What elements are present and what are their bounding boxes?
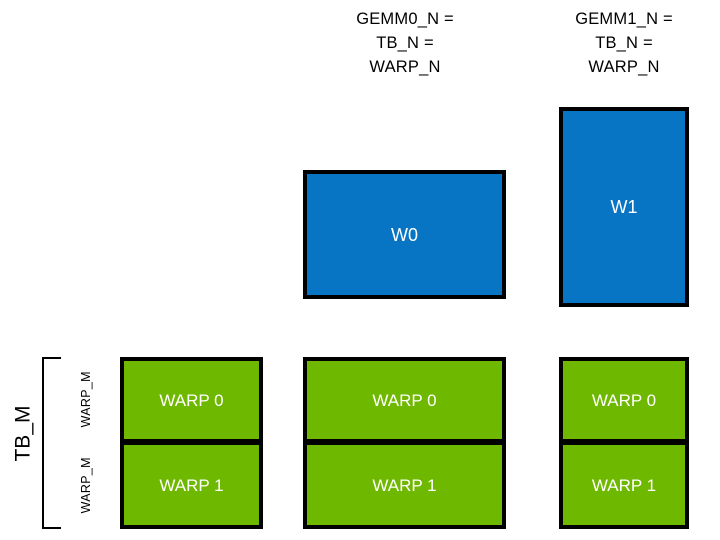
warp-cell[interactable]: WARP 1 [559, 443, 689, 529]
warp-cell[interactable]: WARP 0 [559, 357, 689, 443]
warp-cell[interactable]: WARP 1 [303, 443, 506, 529]
tb-m-bracket [42, 357, 61, 529]
warp-column-2: WARP 0 WARP 1 [559, 357, 689, 529]
warp-cell-label: WARP 1 [159, 475, 224, 495]
warp-cell-label: WARP 1 [372, 475, 437, 495]
warp-column-0: WARP 0 WARP 1 [120, 357, 263, 529]
warp-cell-label: WARP 0 [159, 390, 224, 410]
warp-cell[interactable]: WARP 0 [303, 357, 506, 443]
blue-block-w1-label: W1 [610, 197, 638, 217]
warp-column-1: WARP 0 WARP 1 [303, 357, 506, 529]
warp-cell-label: WARP 0 [591, 390, 657, 410]
warp-m-label-bottom: WARP_M [78, 457, 93, 514]
warp-m-label-top: WARP_M [78, 371, 93, 428]
warp-cell[interactable]: WARP 0 [120, 357, 263, 443]
warp-cell-label: WARP 0 [372, 390, 437, 410]
warp-cell-label: WARP 1 [591, 475, 657, 495]
column-header-gemm0: GEMM0_N = TB_N = WARP_N [356, 10, 454, 76]
blue-block-w1[interactable]: W1 [559, 107, 689, 307]
warp-cell[interactable]: WARP 1 [120, 443, 263, 529]
tb-m-label: TB_M [11, 405, 35, 462]
column-header-gemm1: GEMM1_N = TB_N = WARP_N [575, 10, 673, 76]
blue-block-w0[interactable]: W0 [303, 170, 506, 299]
blue-block-w0-label: W0 [391, 224, 418, 245]
